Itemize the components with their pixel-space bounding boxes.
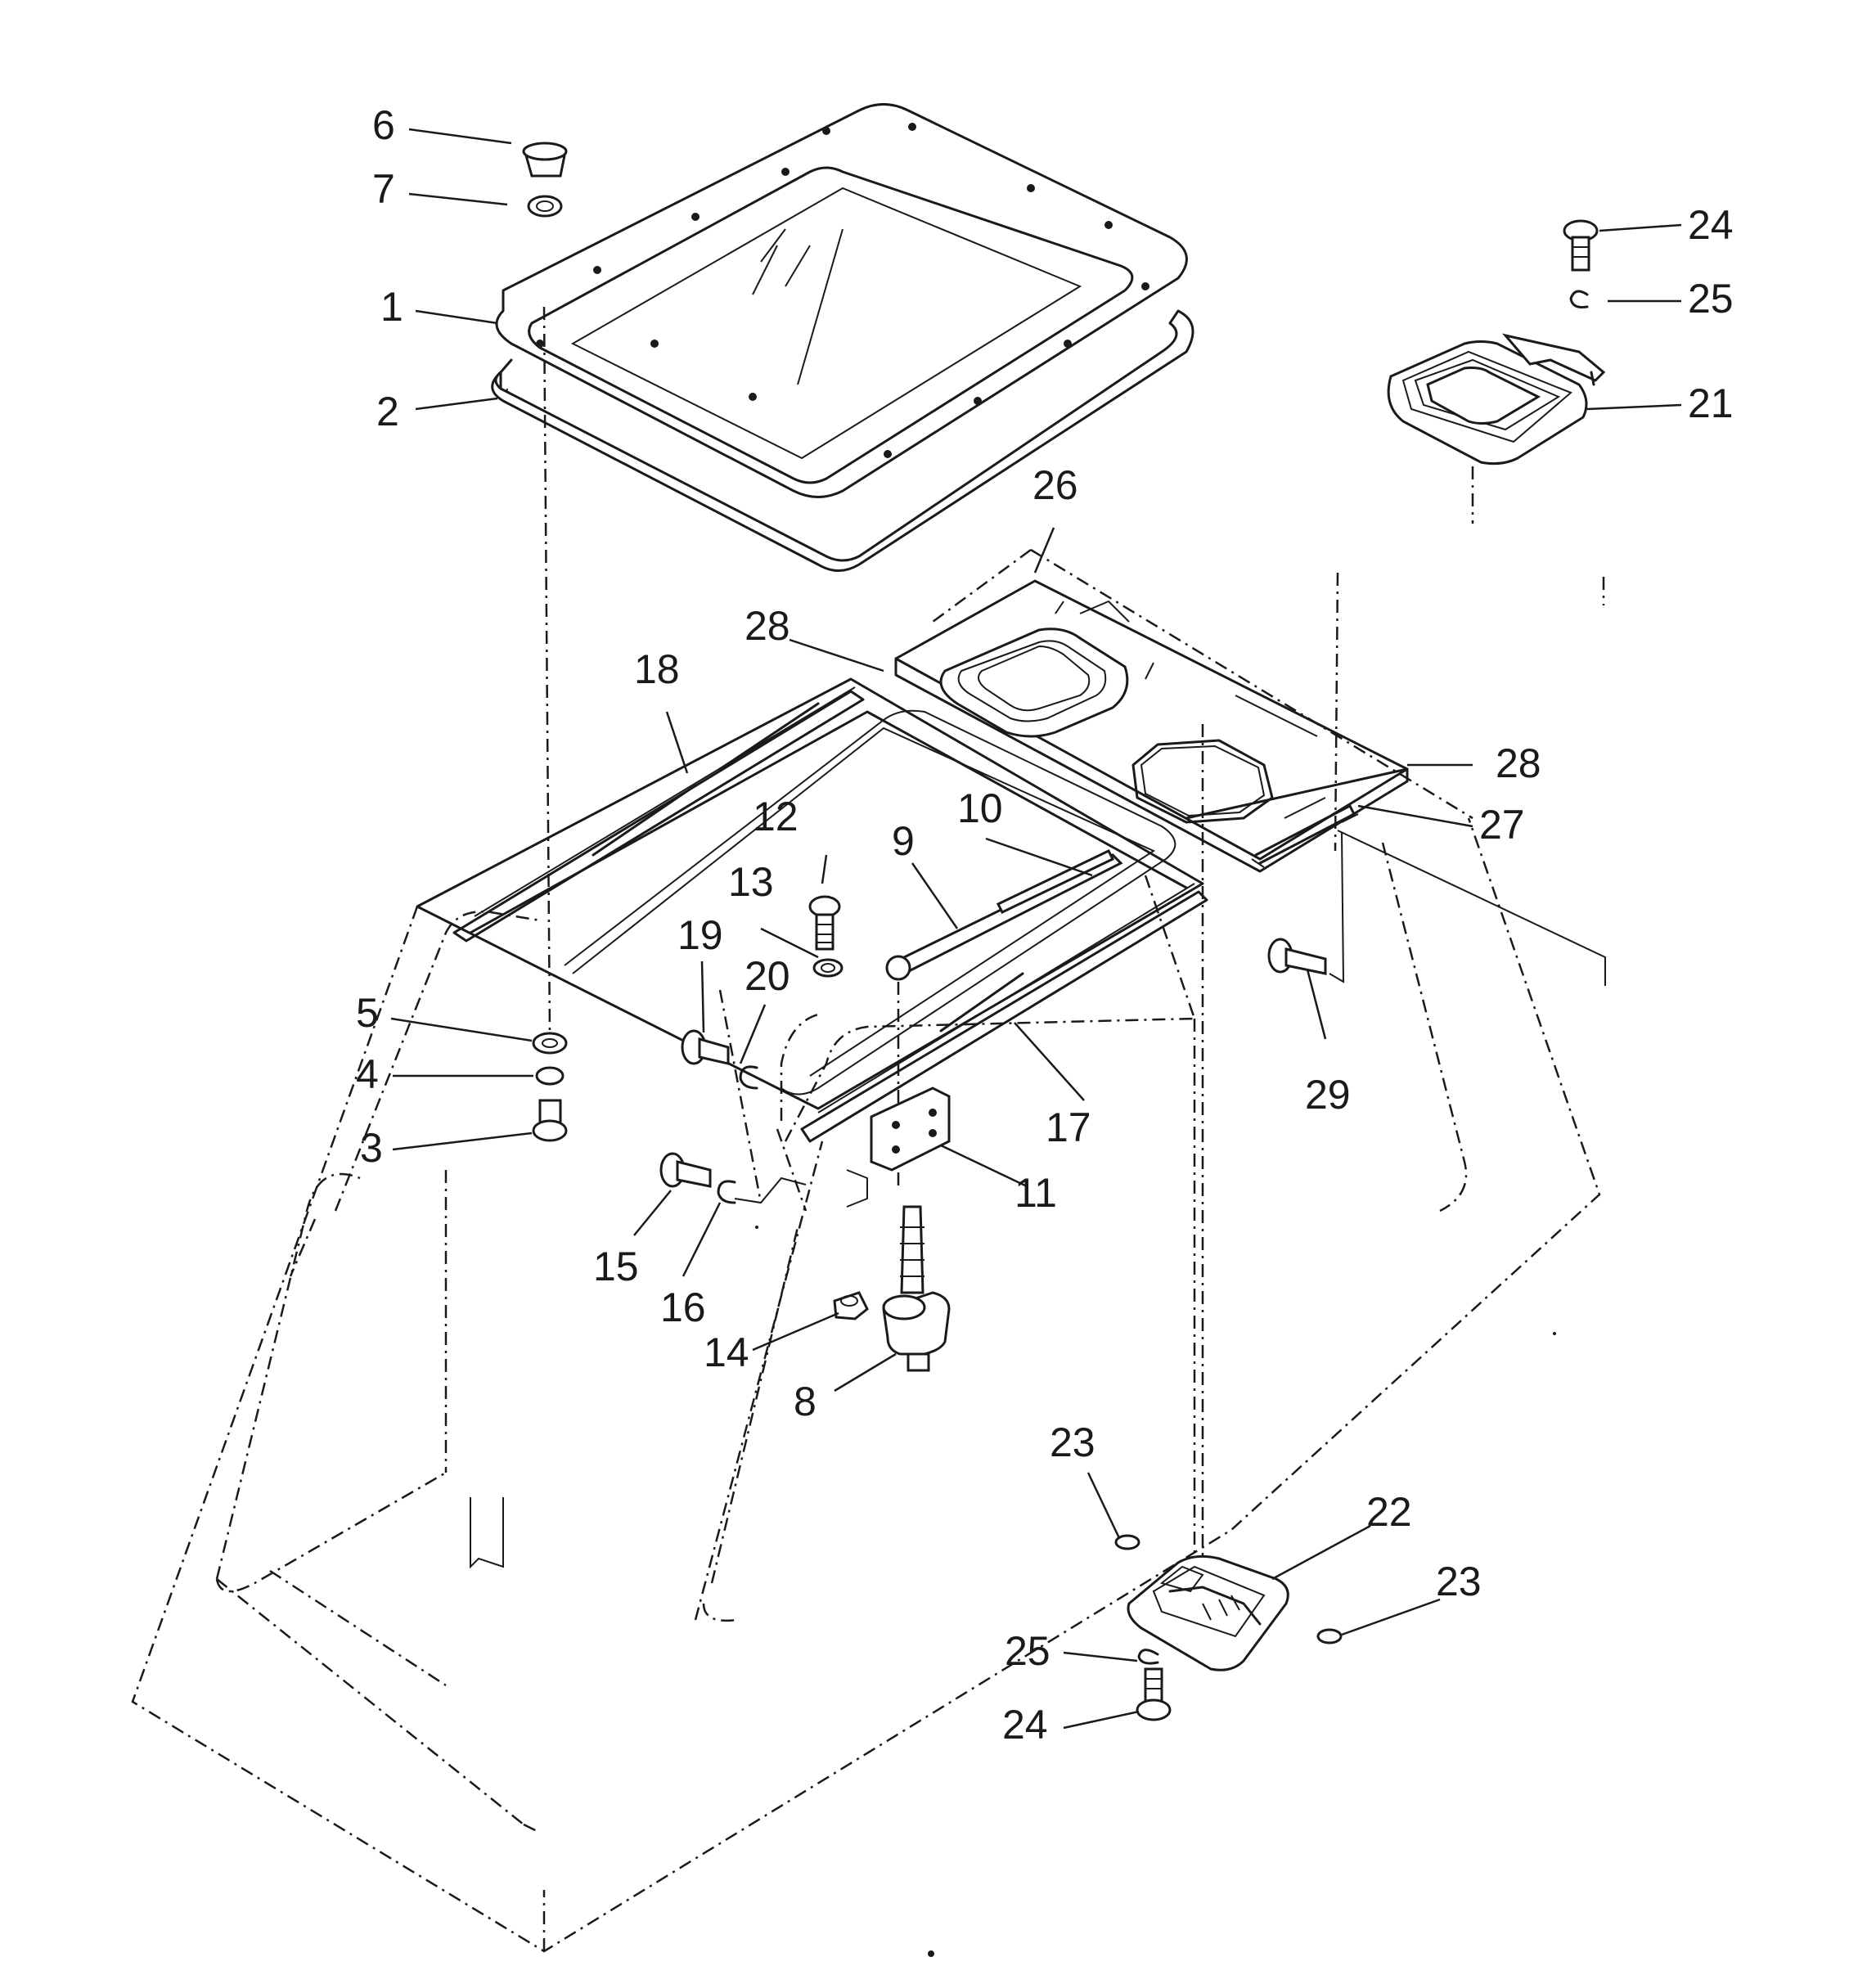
callout-7: 7 — [372, 166, 395, 212]
scan-specks — [755, 1226, 1556, 1957]
callout-17: 17 — [1046, 1104, 1091, 1150]
callout-19: 19 — [677, 912, 723, 958]
roof-window-frame — [495, 103, 1188, 498]
callout-15: 15 — [593, 1244, 639, 1289]
callout-29: 29 — [1305, 1072, 1351, 1118]
callout-1: 1 — [380, 284, 403, 330]
callout-28-right: 28 — [1496, 740, 1541, 786]
callout-21: 21 — [1688, 380, 1734, 426]
callout-labels: 6 7 1 2 24 25 21 26 28 18 28 27 12 10 9 … — [356, 102, 1734, 1748]
callout-10: 10 — [957, 785, 1003, 831]
callout-12: 12 — [753, 794, 799, 839]
callout-2: 2 — [376, 389, 399, 434]
boot-21 — [1387, 333, 1606, 466]
callout-3: 3 — [360, 1125, 383, 1171]
callout-25-bottom: 25 — [1005, 1628, 1050, 1674]
callout-24-bottom: 24 — [1002, 1702, 1048, 1748]
wiper-motor-assembly — [846, 849, 1123, 1372]
callout-25-top: 25 — [1688, 276, 1734, 322]
callout-23-right: 23 — [1436, 1559, 1482, 1604]
callout-9: 9 — [892, 818, 915, 864]
leader-lines — [390, 128, 1682, 1730]
callout-26: 26 — [1032, 462, 1078, 508]
callout-22: 22 — [1366, 1489, 1412, 1535]
cab-body — [131, 548, 1601, 1953]
callout-13: 13 — [728, 859, 774, 905]
callout-23-left: 23 — [1050, 1419, 1095, 1465]
callout-4: 4 — [356, 1051, 379, 1097]
callout-28-left: 28 — [745, 603, 790, 649]
callout-5: 5 — [356, 990, 379, 1036]
callout-16: 16 — [660, 1284, 706, 1330]
roof-panel — [416, 579, 1409, 1143]
cover-22 — [1127, 1554, 1289, 1671]
callout-6: 6 — [372, 102, 395, 148]
callout-11: 11 — [1014, 1170, 1057, 1216]
callout-20: 20 — [745, 953, 790, 999]
fasteners — [522, 142, 1599, 1721]
window-gasket — [491, 309, 1194, 572]
callout-24-top: 24 — [1688, 202, 1734, 248]
callout-18: 18 — [634, 646, 680, 692]
callout-27: 27 — [1479, 802, 1525, 848]
callout-8: 8 — [794, 1379, 817, 1424]
callout-14: 14 — [704, 1329, 749, 1375]
